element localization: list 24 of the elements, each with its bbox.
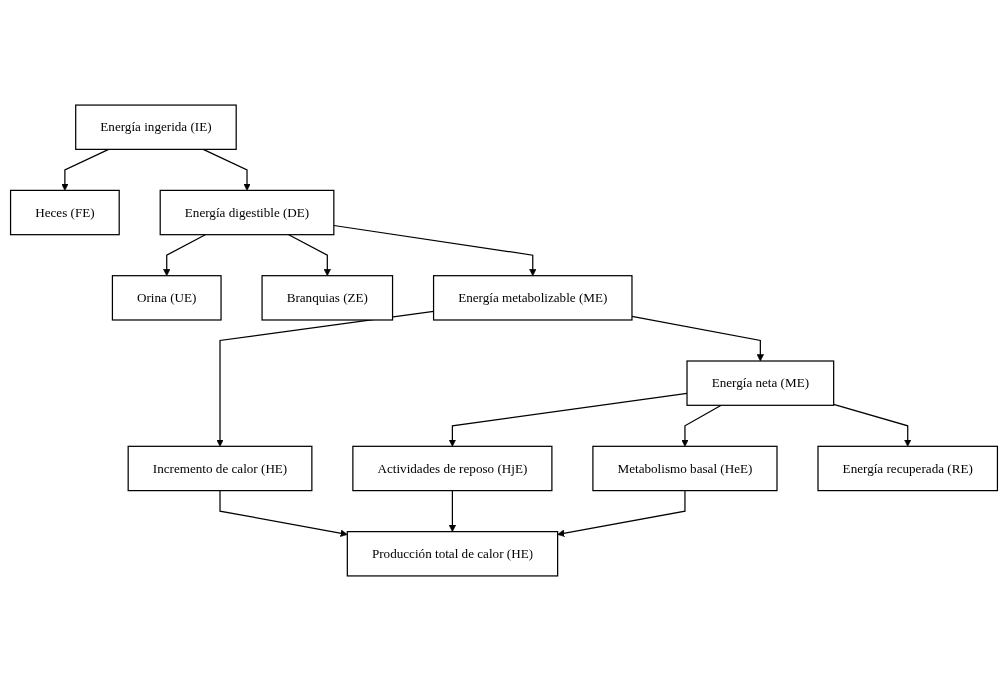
arrow [681, 404, 722, 447]
node-box: Incremento de calor (HE) [127, 445, 313, 492]
node-box: Orina (UE) [111, 275, 222, 321]
node-box: Energía neta (ME) [686, 360, 835, 406]
arrow [333, 224, 537, 276]
arrow [448, 490, 456, 532]
node-box: Heces (FE) [9, 189, 120, 236]
arrow [448, 392, 688, 447]
node-box: Energía ingerida (IE) [75, 104, 237, 150]
arrow [833, 403, 912, 447]
arrow [163, 234, 206, 276]
arrow [288, 234, 331, 276]
node-box: Energía digestible (DE) [159, 189, 335, 236]
arrow [219, 490, 348, 537]
node-box: Energía metabolizable (ME) [432, 275, 633, 321]
node-box: Producción total de calor (HE) [346, 531, 559, 577]
node-box: Metabolismo basal (HeE) [592, 445, 778, 492]
node-box: Actividades de reposo (HjE) [352, 445, 553, 492]
arrow [631, 315, 764, 362]
arrow [202, 148, 251, 191]
arrow [61, 148, 110, 191]
node-box: Branquias (ZE) [261, 275, 394, 321]
arrow [557, 490, 686, 537]
node-box: Energía recuperada (RE) [817, 445, 999, 492]
